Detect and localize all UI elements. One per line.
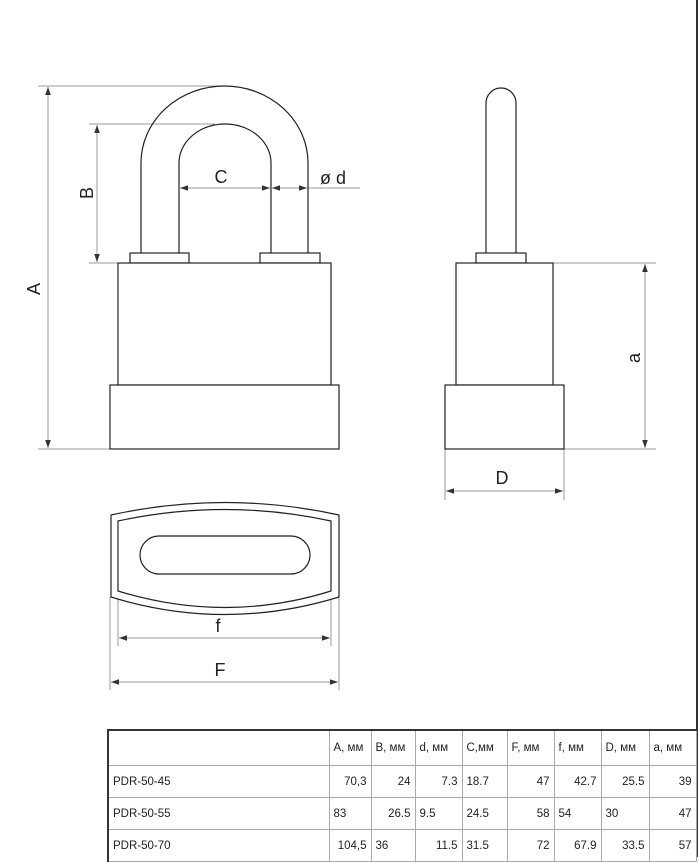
label-f: f xyxy=(215,616,221,636)
value-cell: 83 xyxy=(328,797,372,830)
value-cell: 18.7 xyxy=(461,765,508,798)
value-cell: 7.3 xyxy=(414,765,463,798)
value-cell: 58 xyxy=(506,797,555,830)
lock-body xyxy=(117,262,332,386)
header-cell xyxy=(107,729,330,766)
value-cell: 24.5 xyxy=(461,797,508,830)
header-cell: F, мм xyxy=(506,729,555,766)
model-cell: PDR-50-45 xyxy=(107,765,330,798)
label-a: a xyxy=(624,352,644,363)
value-cell: 42.7 xyxy=(553,765,602,798)
label-D: D xyxy=(496,468,509,488)
value-cell: 39 xyxy=(648,765,697,798)
header-cell: d, мм xyxy=(414,729,463,766)
table-row: PDR-50-45 70,3 24 7.3 18.7 47 42.7 25.5 … xyxy=(107,765,697,798)
value-cell: 25.5 xyxy=(600,765,650,798)
label-F: F xyxy=(215,660,226,680)
value-cell: 30 xyxy=(600,797,650,830)
keyhole-slot xyxy=(139,535,311,575)
table-header-row: A, мм B, мм d, мм C,мм F, мм f, мм D, мм… xyxy=(107,729,697,766)
header-cell: a, мм xyxy=(648,729,697,766)
header-cell: C,мм xyxy=(461,729,508,766)
header-cell: B, мм xyxy=(370,729,416,766)
value-cell: 47 xyxy=(506,765,555,798)
shackle-side xyxy=(485,87,517,253)
frame-border xyxy=(696,0,698,857)
value-cell: 26.5 xyxy=(370,797,416,830)
label-d: ø d xyxy=(320,168,346,188)
lock-base-side xyxy=(444,384,565,450)
header-cell: A, мм xyxy=(328,729,372,766)
value-cell: 47 xyxy=(648,797,697,830)
shackle-collar-left xyxy=(129,252,190,264)
header-cell: D, мм xyxy=(600,729,650,766)
label-C: C xyxy=(215,167,228,187)
value-cell: 54 xyxy=(553,797,602,830)
value-cell: 24 xyxy=(370,765,416,798)
table-row: PDR-50-55 83 26.5 9.5 24.5 58 54 30 47 xyxy=(107,797,697,830)
label-A: A xyxy=(24,283,44,295)
value-cell: 70,3 xyxy=(328,765,372,798)
lock-body-side xyxy=(455,262,554,386)
shackle-collar-right xyxy=(259,252,321,264)
lock-base xyxy=(109,384,340,450)
shackle xyxy=(140,85,309,253)
model-cell: PDR-50-55 xyxy=(107,797,330,830)
shackle-collar-side xyxy=(475,252,527,264)
value-cell: 9.5 xyxy=(414,797,463,830)
dimensions-table: A, мм B, мм d, мм C,мм F, мм f, мм D, мм… xyxy=(107,729,697,862)
label-B: B xyxy=(77,187,97,199)
header-cell: f, мм xyxy=(553,729,602,766)
